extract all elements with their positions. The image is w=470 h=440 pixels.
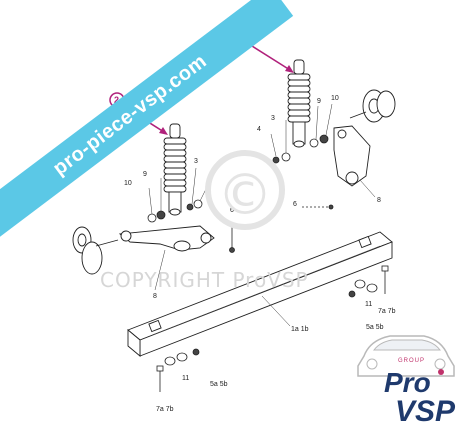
label-axle: 1a 1b — [291, 326, 309, 333]
label-11-right: 11 — [365, 301, 372, 308]
label-8-right: 8 — [377, 197, 381, 204]
right-wheel-hub — [349, 89, 396, 123]
left-shock-absorber — [163, 123, 187, 216]
left-trailing-arm — [118, 225, 215, 252]
logo-group-text: GROUP — [398, 358, 426, 364]
right-shock-absorber — [287, 59, 311, 148]
logo-pro-text: Pro — [384, 367, 431, 398]
label-5-right: 5a 5b — [366, 324, 384, 331]
right-washers — [272, 134, 329, 164]
label-10-left: 10 — [124, 180, 132, 187]
label-4-right: 4 — [257, 126, 261, 133]
bolt-set-front — [156, 348, 200, 392]
provsp-logo-car — [357, 335, 455, 377]
copyright-watermark: COPYRIGHT ProVSP — [100, 268, 309, 292]
logo-vsp-text: VSP — [395, 395, 456, 428]
copyright-symbol-watermark: © — [205, 150, 285, 230]
bolt-set-rear — [348, 265, 389, 298]
label-7-right: 7a 7b — [378, 308, 396, 315]
part-labels: 10 9 3 4 4 3 9 10 6 6 8 8 1a 1b 11 7a 7b… — [124, 95, 396, 413]
rear-axle-beam — [127, 231, 393, 357]
label-3-left: 3 — [194, 158, 198, 165]
label-9-right: 9 — [317, 98, 321, 105]
label-10-right: 10 — [331, 95, 339, 102]
label-6-right: 6 — [293, 201, 297, 208]
label-8-left: 8 — [153, 293, 157, 300]
label-9-left: 9 — [143, 171, 147, 178]
label-11-left: 11 — [182, 375, 189, 382]
label-3-right: 3 — [271, 115, 275, 122]
label-7-left: 7a 7b — [156, 406, 174, 413]
right-trailing-arm — [333, 125, 371, 187]
left-wheel-hub — [72, 226, 119, 275]
label-5-left: 5a 5b — [210, 381, 228, 388]
